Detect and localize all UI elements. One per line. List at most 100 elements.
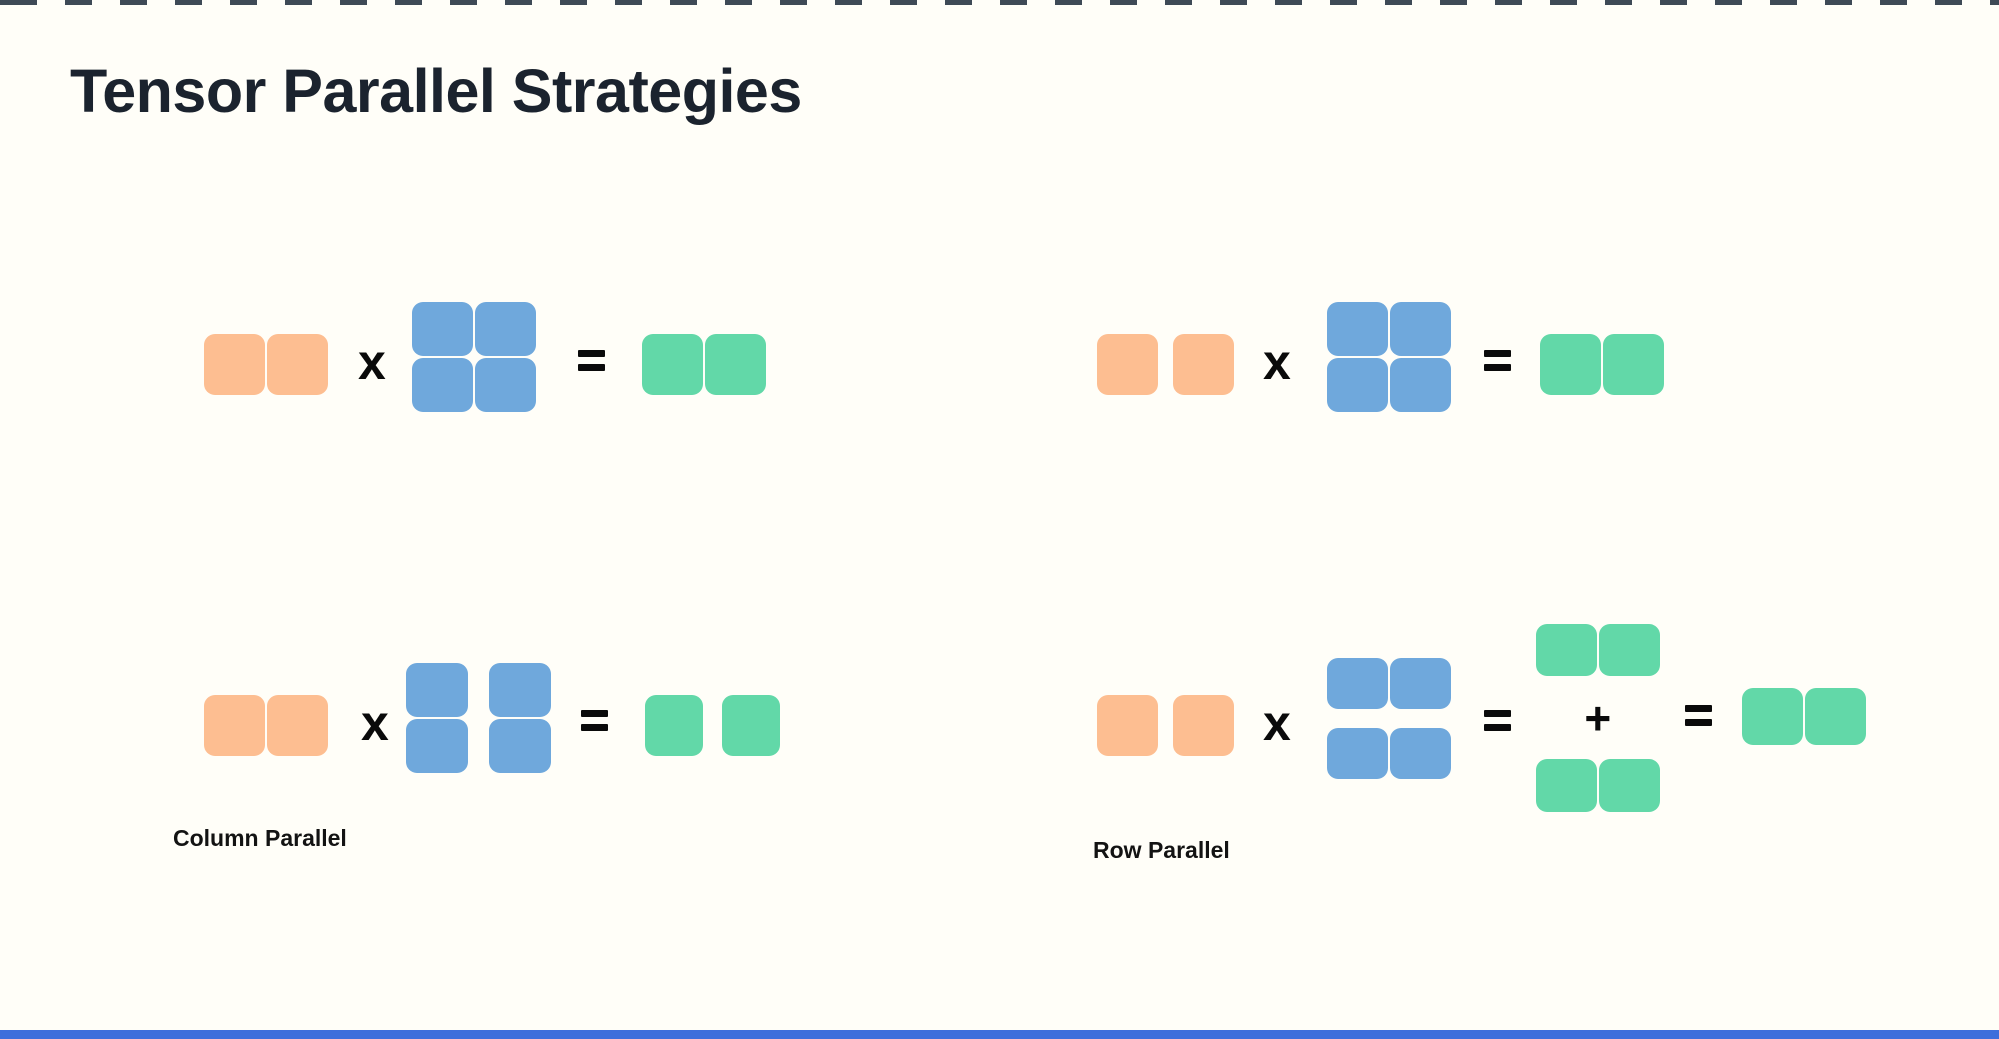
diagram-term: x xyxy=(1263,693,1291,748)
page-title: Tensor Parallel Strategies xyxy=(70,57,802,125)
equals-bar xyxy=(1483,709,1511,717)
multiply-operator: x xyxy=(1263,334,1291,390)
diagram-term xyxy=(1097,688,1234,756)
equals-bar xyxy=(1684,718,1712,726)
output-block-cell xyxy=(1602,333,1664,395)
diagram-term xyxy=(1483,347,1511,371)
equals-bar xyxy=(577,363,605,371)
weight-block-cell xyxy=(1326,302,1388,356)
diagram-term xyxy=(580,708,608,731)
output-matrix xyxy=(641,333,766,395)
weight-block-cell xyxy=(1389,302,1451,356)
diagram-term xyxy=(644,688,780,756)
input-block-cell xyxy=(1097,333,1158,395)
input-matrix xyxy=(1097,694,1234,756)
weight-block-cell xyxy=(411,302,473,356)
weight-block-cell xyxy=(1326,358,1388,412)
output-block-cell xyxy=(1539,333,1601,395)
diagram-term xyxy=(641,327,766,395)
equals-bar xyxy=(580,723,608,731)
partial-sum-stack: + xyxy=(1535,624,1660,812)
weight-block-cell xyxy=(1389,358,1451,412)
weight-block-cell xyxy=(1326,657,1388,709)
diagram-term xyxy=(1097,327,1234,395)
equals-bar xyxy=(1483,723,1511,731)
input-block-cell xyxy=(1173,333,1234,395)
weight-block-cell xyxy=(1389,657,1451,709)
weight-block-cell xyxy=(411,358,473,412)
diagram-term xyxy=(1684,704,1712,729)
row-parallel-label: Row Parallel xyxy=(1093,837,1230,863)
multiply-operator: x xyxy=(361,695,389,751)
diagram-term xyxy=(411,302,536,412)
output-block-cell xyxy=(644,694,703,756)
weight-block-cell xyxy=(1326,727,1388,779)
weight-block-cell xyxy=(488,663,551,717)
equals-bar xyxy=(577,349,605,357)
input-matrix xyxy=(1097,333,1234,395)
weight-block-cell xyxy=(474,358,536,412)
diagram-term xyxy=(1326,657,1451,779)
diagram-term: x xyxy=(358,332,386,387)
diagram-term xyxy=(1539,327,1664,395)
equals-bar xyxy=(1483,349,1511,357)
output-matrix xyxy=(1535,624,1660,676)
diagram-row-parallel: x+ xyxy=(1097,624,1866,812)
weight-matrix xyxy=(405,663,551,773)
equals-bar xyxy=(1483,363,1511,371)
output-block-cell xyxy=(704,333,766,395)
column-parallel-label: Column Parallel xyxy=(173,825,347,851)
weight-block-cell xyxy=(474,302,536,356)
weight-matrix xyxy=(1326,302,1451,412)
output-block-cell xyxy=(1535,624,1597,676)
diagram-term: + xyxy=(1535,624,1660,812)
equals-operator xyxy=(1483,709,1511,731)
weight-block-cell xyxy=(1389,727,1451,779)
diagram-term xyxy=(204,688,328,756)
diagram-input-split-matmul: x xyxy=(1097,302,1664,412)
equals-operator xyxy=(577,349,605,371)
input-block-cell xyxy=(204,694,265,756)
output-block-cell xyxy=(721,694,780,756)
output-block-cell xyxy=(1598,624,1660,676)
input-block-cell xyxy=(1097,694,1158,756)
diagram-column-parallel: x xyxy=(204,663,780,773)
weight-block-cell xyxy=(488,719,551,773)
weight-matrix xyxy=(411,302,536,412)
output-block-cell xyxy=(1804,687,1866,745)
input-block-cell xyxy=(267,694,328,756)
diagram-baseline-matmul: x xyxy=(204,302,766,412)
weight-block-cell xyxy=(405,719,468,773)
diagram-term: x xyxy=(361,693,389,748)
equals-bar xyxy=(1684,704,1712,712)
output-block-cell xyxy=(1535,759,1597,812)
top-edge-decoration xyxy=(0,0,1999,5)
multiply-operator: x xyxy=(1263,695,1291,751)
diagram-term xyxy=(1326,302,1451,412)
output-block-cell xyxy=(1741,687,1803,745)
input-matrix xyxy=(204,694,328,756)
diagram-term xyxy=(405,663,551,773)
output-block-cell xyxy=(1598,759,1660,812)
equals-bar xyxy=(580,709,608,717)
weight-matrix xyxy=(1326,657,1451,779)
input-matrix xyxy=(204,333,328,395)
weight-block-cell xyxy=(405,663,468,717)
diagram-term xyxy=(577,347,605,371)
bottom-edge-decoration xyxy=(0,1030,1999,1039)
diagram-term xyxy=(204,327,328,395)
output-matrix xyxy=(1535,759,1660,812)
input-block-cell xyxy=(1173,694,1234,756)
equals-operator xyxy=(580,709,608,731)
multiply-operator: x xyxy=(358,334,386,390)
output-matrix xyxy=(1741,687,1866,745)
equals-operator xyxy=(1483,349,1511,371)
input-block-cell xyxy=(267,333,328,395)
plus-operator: + xyxy=(1584,691,1612,744)
diagram-term xyxy=(1483,708,1511,731)
equals-operator xyxy=(1684,704,1712,726)
output-matrix xyxy=(1539,333,1664,395)
output-block-cell xyxy=(641,333,703,395)
diagram-term xyxy=(1741,687,1866,747)
diagram-term: x xyxy=(1263,332,1291,387)
